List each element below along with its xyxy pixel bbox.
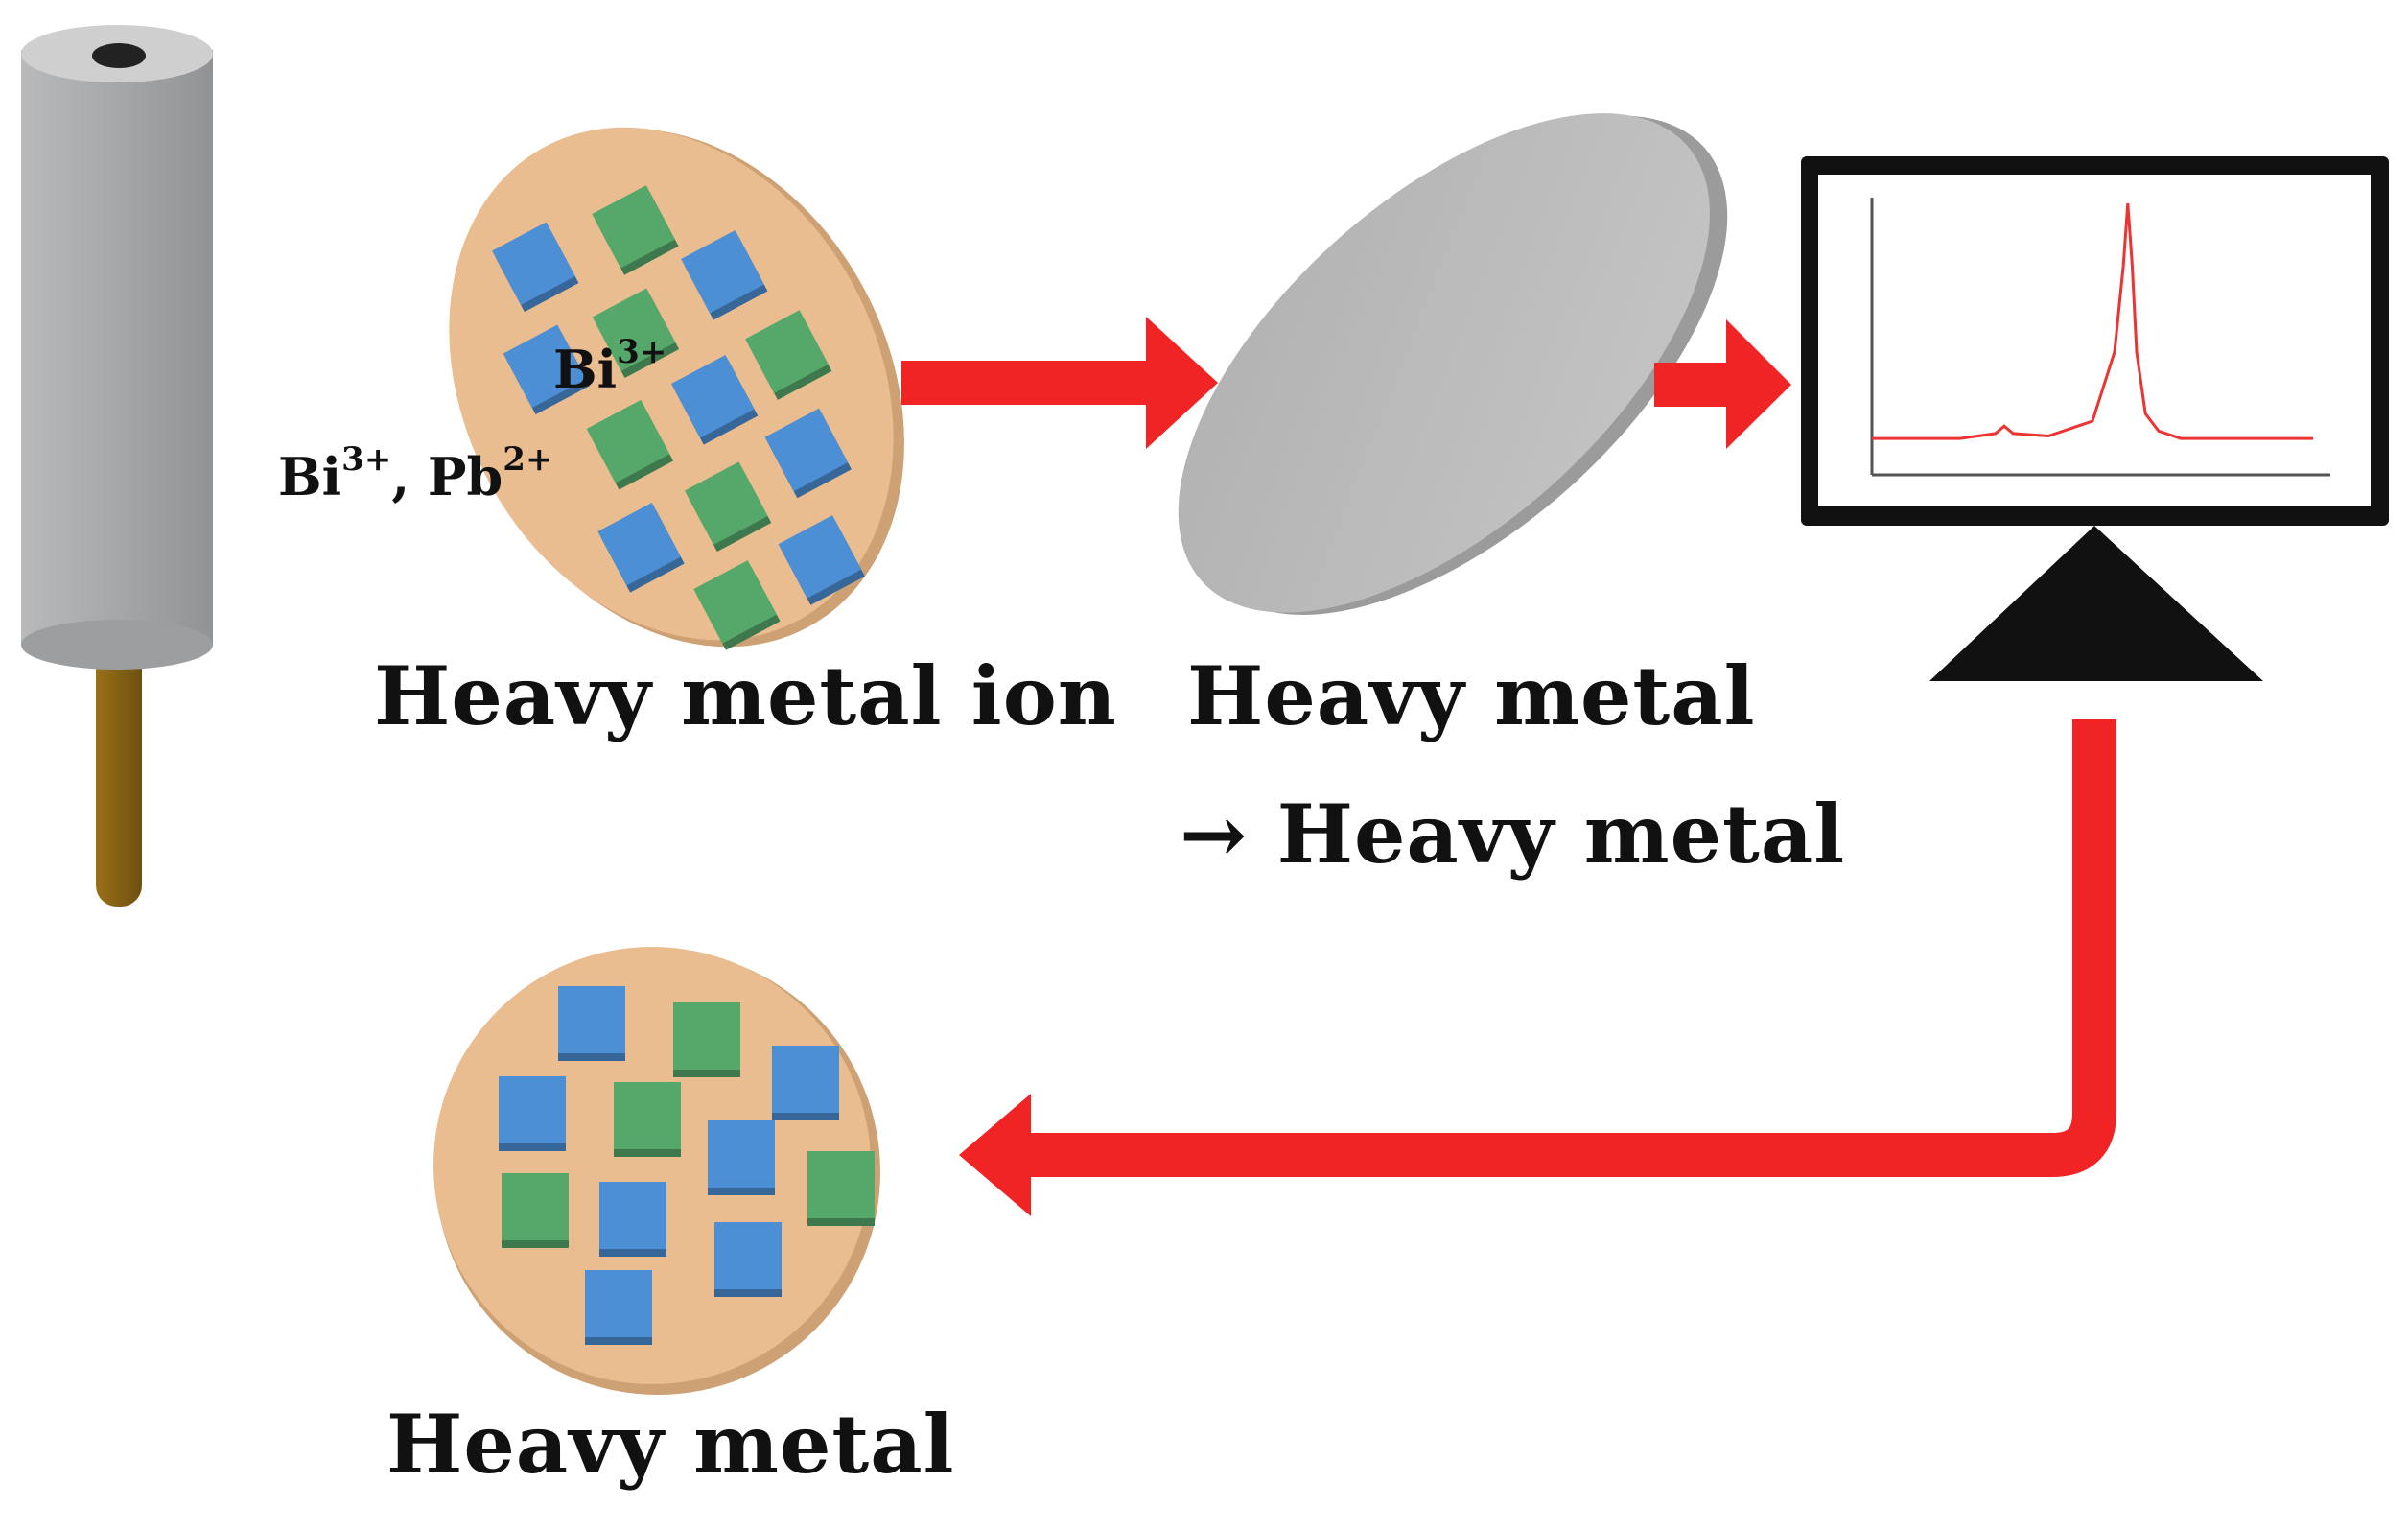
electrode-hole	[92, 43, 146, 68]
deposit-square-blue	[671, 354, 759, 445]
electrode-bottom	[21, 620, 213, 670]
deposit-square-blue	[597, 502, 685, 593]
regenerated-disk-icon	[433, 947, 880, 1395]
regen-square-blue	[772, 1046, 839, 1120]
monitor-stand-icon	[1929, 526, 2263, 681]
arrow-right-1	[901, 317, 1218, 449]
modified-electrode-disk-icon	[449, 127, 904, 650]
deposit-square-green	[684, 461, 772, 553]
regen-square-blue	[558, 986, 625, 1061]
deposit-square-green	[586, 399, 674, 490]
step1-label: Heavy metal ion	[374, 648, 1117, 743]
regen-square-blue	[708, 1120, 775, 1195]
disk-face	[449, 127, 894, 641]
deposit-square-green	[693, 560, 781, 650]
regen-square-blue	[714, 1222, 782, 1297]
deposit-square-blue	[764, 408, 852, 499]
electrode-pin	[96, 614, 142, 907]
deposit-square-blue	[681, 229, 768, 320]
surface-ion-label: Bi3+	[553, 336, 666, 400]
ion2-base: Pb	[427, 446, 503, 507]
voltammogram-trace	[1872, 202, 2313, 440]
ion-separator: ,	[391, 446, 428, 507]
deposit-square-green	[745, 310, 832, 400]
regen-square-green	[807, 1151, 875, 1226]
regen-square-green	[614, 1082, 681, 1157]
arrow-right-2	[1654, 319, 1791, 449]
arrow-return	[959, 719, 2116, 1216]
monitor-icon	[1801, 156, 2389, 681]
surface-ion-sup: 3+	[617, 333, 667, 371]
ion1-sup: 3+	[341, 440, 392, 479]
regen-square-blue	[499, 1076, 566, 1151]
monitor-screen	[1818, 175, 2371, 506]
electrode-body	[21, 50, 213, 645]
surface-ion-base: Bi	[553, 339, 618, 400]
regen-square-green	[502, 1173, 569, 1248]
regen-square-blue	[585, 1270, 652, 1345]
step2-label-line1: Heavy metal	[1187, 648, 1756, 743]
metal-plated-disk-icon	[1178, 113, 1728, 615]
deposit-square-blue	[492, 222, 579, 313]
deposit-square-blue	[503, 324, 591, 415]
ion2-sup: 2+	[503, 440, 553, 479]
regen-square-green	[673, 1002, 740, 1077]
regen-square-blue	[599, 1182, 666, 1257]
step3-label: Heavy metal	[386, 1397, 955, 1492]
ion1-base: Bi	[278, 446, 342, 507]
metal-disk-face	[1178, 113, 1710, 613]
step2-label-line2: → Heavy metal	[1180, 787, 1846, 882]
electrode-icon	[21, 25, 213, 907]
deposit-square-green	[592, 185, 679, 275]
ions-label: Bi3+, Pb2+	[278, 443, 552, 507]
deposit-square-blue	[778, 515, 865, 605]
deposit-square-green	[592, 288, 680, 379]
